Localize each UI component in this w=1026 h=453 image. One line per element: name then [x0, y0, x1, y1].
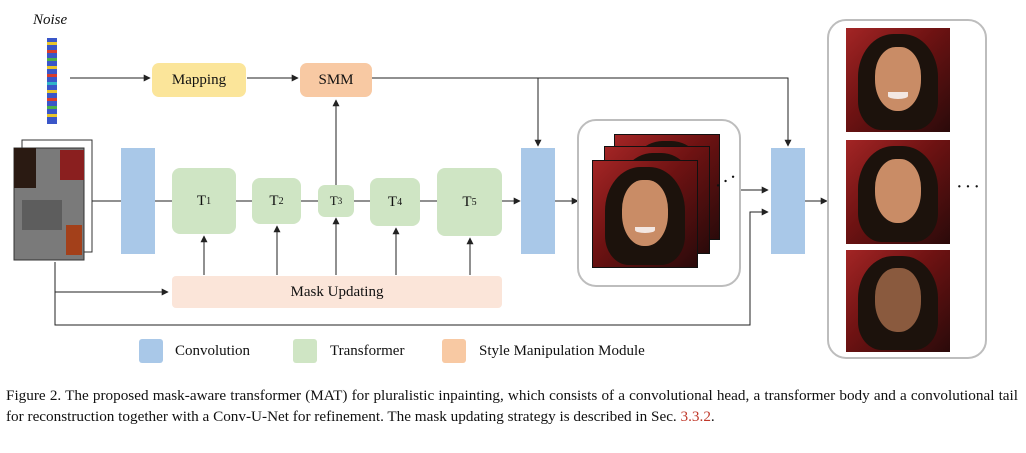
transformer-block-3-label: T — [329, 193, 338, 208]
refined-output-image-3 — [846, 250, 950, 352]
caption-text: Figure 2. The proposed mask-aware transf… — [6, 387, 1018, 425]
transformer-block-5-label: T — [462, 193, 472, 210]
caption-end: . — [710, 407, 715, 425]
legend-convolution-label: Convolution — [175, 343, 251, 359]
conv-tail-block — [521, 148, 555, 254]
section-reference-link[interactable]: 3.3.2 — [680, 407, 711, 425]
legend-smm-label: Style Manipulation Module — [479, 343, 645, 359]
legend-transformer-swatch — [293, 339, 317, 363]
noise-label: Noise — [33, 12, 68, 28]
transformer-block-2-label: T — [269, 192, 279, 209]
refined-output-frame — [827, 19, 987, 359]
transformer-block-4-label: T — [387, 193, 398, 210]
refined-output-ellipsis: ··· — [956, 176, 982, 198]
coarse-output-image-front — [592, 160, 698, 268]
masked-input-image — [13, 139, 93, 261]
transformer-block-4-sub: 4 — [397, 196, 403, 208]
mask-updating-block: Mask Updating — [172, 276, 502, 308]
refined-output-image-1 — [846, 28, 950, 132]
transformer-block-3-sub: 3 — [337, 196, 343, 206]
legend-transformer-label: Transformer — [330, 343, 405, 359]
figure-caption: Figure 2. The proposed mask-aware transf… — [6, 386, 1018, 427]
refined-output-image-2 — [846, 140, 950, 244]
legend-convolution-swatch — [139, 339, 163, 363]
legend-smm-swatch — [442, 339, 466, 363]
transformer-block-5-sub: 5 — [471, 196, 477, 208]
noise-vector — [47, 38, 57, 124]
transformer-block-1-label: T — [196, 192, 207, 209]
smm-block: SMM — [300, 63, 372, 97]
conv-head-block — [121, 148, 155, 254]
architecture-diagram — [13, 19, 987, 359]
mapping-block: Mapping — [152, 63, 246, 97]
conv-u-net-block — [771, 148, 805, 254]
transformer-block-2-sub: 2 — [278, 195, 284, 207]
coarse-output-frame — [577, 119, 741, 287]
transformer-block-1-sub: 1 — [206, 195, 212, 207]
